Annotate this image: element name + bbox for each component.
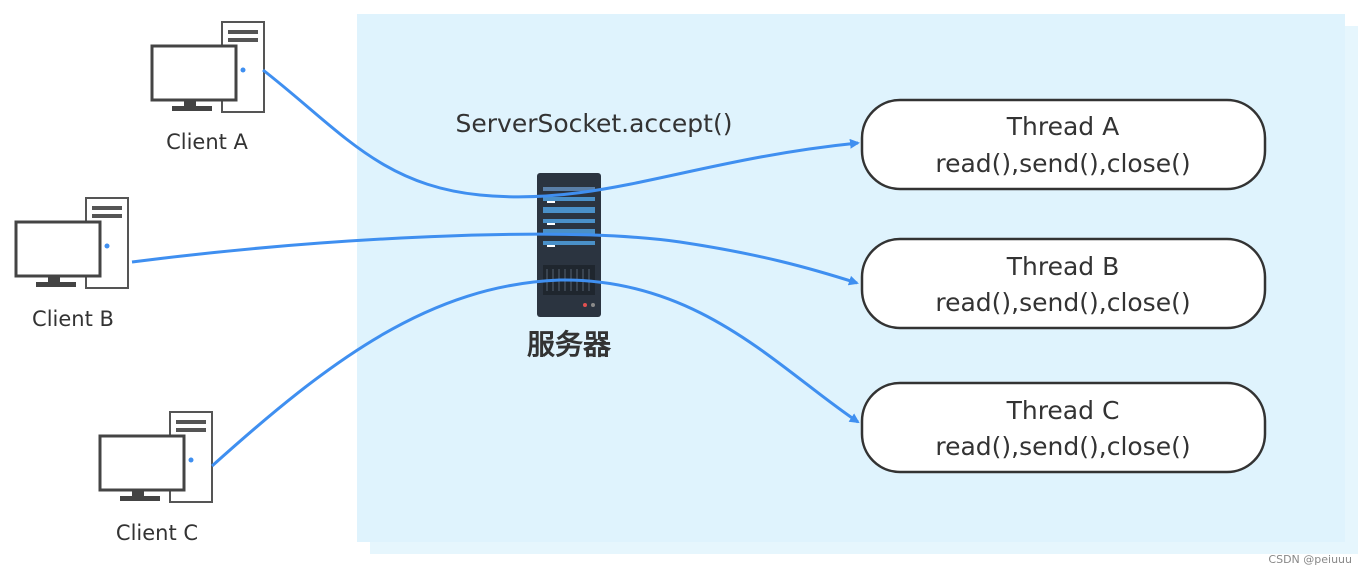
thread-b-title: Thread B bbox=[1006, 252, 1120, 281]
client-c-computer bbox=[98, 411, 213, 503]
client-b-computer bbox=[14, 197, 129, 289]
watermark: CSDN @peiuuu bbox=[1268, 553, 1352, 566]
desktop-computer-icon bbox=[98, 411, 213, 503]
client-a-label: Client A bbox=[166, 130, 248, 154]
thread-b-ops: read(),send(),close() bbox=[935, 288, 1190, 317]
thread-c-title: Thread C bbox=[1006, 396, 1120, 425]
desktop-computer-icon bbox=[14, 197, 129, 289]
client-c-label: Client C bbox=[116, 521, 198, 545]
thread-c-ops: read(),send(),close() bbox=[935, 432, 1190, 461]
thread-b-box: Thread B read(),send(),close() bbox=[860, 237, 1267, 330]
thread-c-box: Thread C read(),send(),close() bbox=[860, 381, 1267, 474]
desktop-computer-icon bbox=[150, 21, 265, 113]
arrow-client-a-to-thread-a bbox=[262, 68, 860, 199]
thread-a-title: Thread A bbox=[1006, 112, 1119, 141]
thread-a-box: Thread A read(),send(),close() bbox=[860, 98, 1267, 191]
server-label: 服务器 bbox=[527, 328, 612, 361]
arrow-client-c-to-thread-c bbox=[210, 278, 860, 468]
thread-a-ops: read(),send(),close() bbox=[935, 149, 1190, 178]
client-a-computer bbox=[150, 21, 265, 113]
client-b-label: Client B bbox=[32, 307, 114, 331]
accept-call-label: ServerSocket.accept() bbox=[456, 109, 733, 138]
arrow-client-b-to-thread-b bbox=[131, 232, 859, 286]
